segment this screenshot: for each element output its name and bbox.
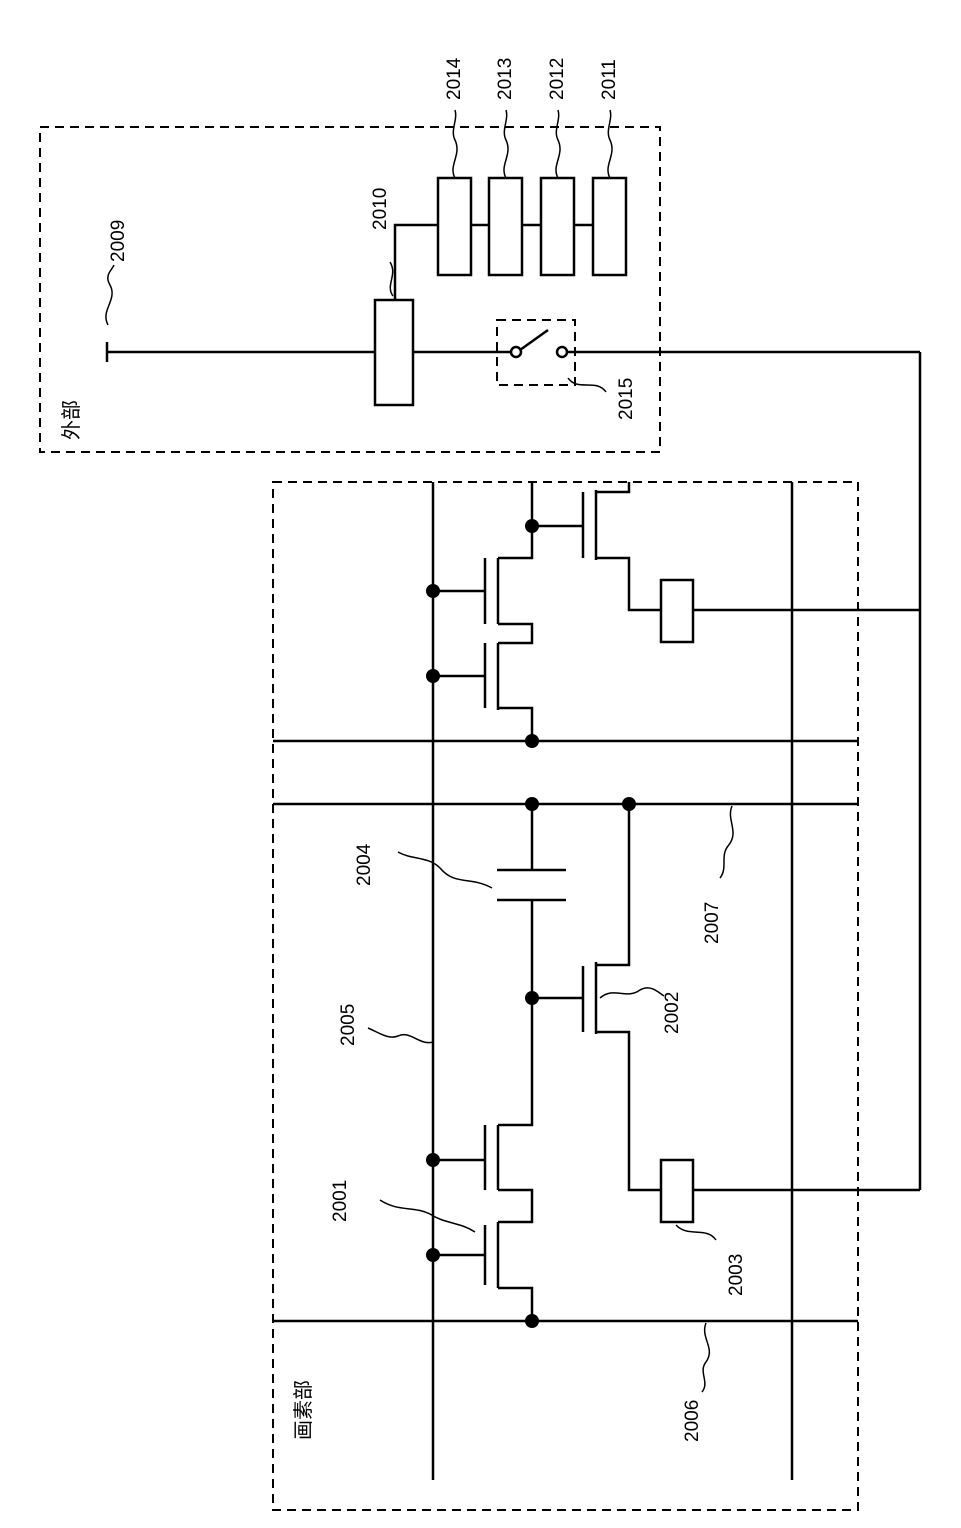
block-2011 [593,178,626,275]
leader-2013 [504,110,508,178]
label-2006: 2006 [682,1400,703,1442]
external-region-label: 外部 [59,400,83,440]
label-2010: 2010 [370,188,391,230]
label-2014: 2014 [444,57,465,100]
leader-2011 [608,110,612,178]
leader-2001 [380,1200,475,1232]
upper-tft-middle-wire [498,624,532,643]
leader-2005 [368,1028,433,1043]
upper-drive-source-wire [596,482,629,492]
junction-dot [426,1248,440,1262]
upper-drive-drain-wire [596,558,661,610]
junction-dot [426,1153,440,1167]
block-2012 [541,178,574,275]
leader-2015 [568,378,606,392]
switch-contact-right [557,347,567,357]
leader-2003 [676,1225,716,1240]
tft-2002-source-wire [596,804,629,965]
label-2002: 2002 [662,992,683,1034]
junction-dot [426,584,440,598]
leader-2004 [398,852,492,888]
label-2013: 2013 [495,58,516,100]
leader-2006 [702,1323,709,1392]
tft-2001-drain-wire [498,1288,532,1321]
leader-2009 [106,265,114,325]
switch-blade [520,330,548,350]
pixel-region-border [273,482,858,1510]
label-2005: 2005 [338,1004,359,1046]
tft-2001-source-wire [498,998,532,1125]
external-region-border [40,127,660,452]
junction-dot [525,991,539,1005]
leader-2002 [600,988,664,998]
block-2014 [438,178,471,275]
tft-2001-middle-wire [498,1190,532,1222]
label-2003: 2003 [726,1254,747,1296]
junction-dot [525,1314,539,1328]
label-2015: 2015 [616,378,637,420]
label-2011: 2011 [599,59,620,100]
pixel-region-label: 画素部 [291,1380,315,1440]
label-2007: 2007 [702,902,723,944]
leader-2007 [720,806,733,878]
junction-dot [525,797,539,811]
junction-dot [426,669,440,683]
junction-dot [525,519,539,533]
switch-contact-left [511,347,521,357]
tft-2002-drain-wire [596,1032,661,1190]
label-2001: 2001 [330,1180,351,1222]
upper-tft-source-wire [498,482,532,558]
label-2012: 2012 [547,58,568,100]
junction-dot [525,734,539,748]
controller-box [375,300,413,405]
leader-2010 [390,262,393,296]
junction-dot [622,797,636,811]
leader-2014 [453,110,457,178]
controller-link-wire [395,225,438,300]
label-2004: 2004 [354,843,375,886]
light-emitting-element-upper [661,580,693,642]
label-2009: 2009 [108,220,129,262]
leader-2012 [556,110,560,178]
block-2013 [489,178,522,275]
upper-tft-drain-wire [498,708,532,741]
light-emitting-element-lower [661,1160,693,1222]
